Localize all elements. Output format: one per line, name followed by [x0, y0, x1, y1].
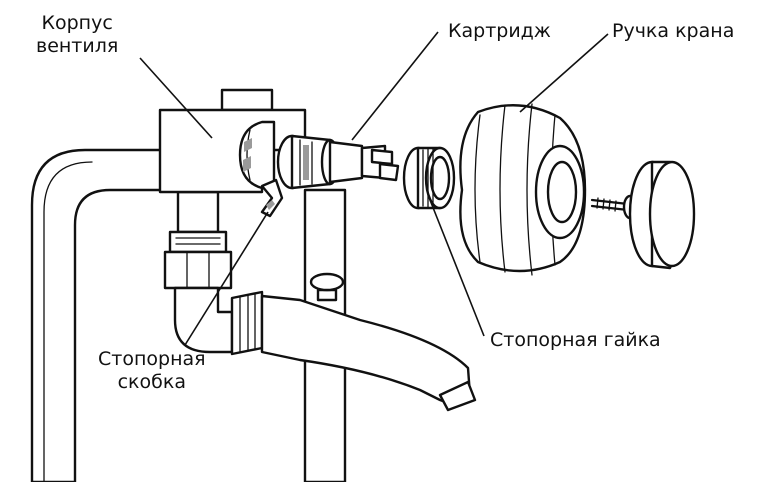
lower-pipe [163, 190, 234, 354]
locking-clip [260, 178, 284, 218]
leader-lines [139, 31, 609, 346]
label-locking-clip-line2: скобка [117, 371, 186, 393]
label-valve-body: Корпус вентиля [36, 12, 118, 58]
spout [230, 272, 477, 412]
faucet-handle [459, 103, 587, 276]
label-valve-body-line2: вентиля [36, 35, 119, 57]
label-lock-nut: Стопорная гайка [490, 329, 661, 351]
label-cartridge: Картридж [448, 20, 551, 42]
label-locking-clip: Стопорная скобка [98, 348, 206, 394]
label-locking-clip-line1: Стопорная [98, 348, 206, 370]
label-handle: Ручка крана [612, 20, 735, 42]
label-valve-body-line1: Корпус [41, 12, 113, 34]
cartridge [276, 134, 400, 190]
lock-nut [402, 146, 456, 210]
handle-cap [628, 160, 696, 270]
